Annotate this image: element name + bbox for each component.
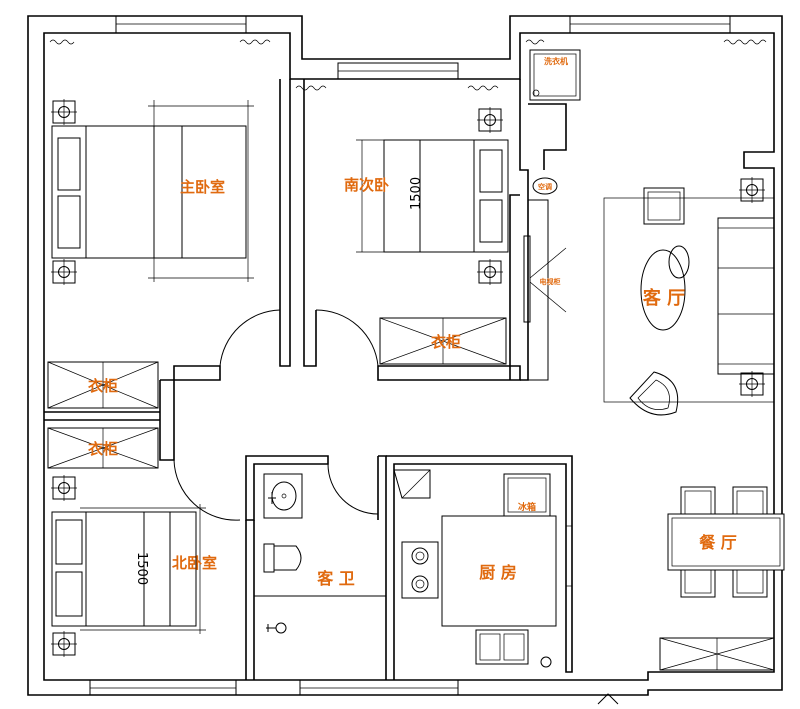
bed-icon: [51, 504, 206, 634]
dimension-label: 1500: [409, 177, 424, 210]
floor-drain-icon: [266, 622, 287, 634]
walls: [27, 15, 783, 696]
wardrobe-label: 衣柜: [88, 377, 118, 395]
toilet-icon: [263, 543, 302, 573]
room-label-dining-room: 餐 厅: [698, 533, 737, 552]
armchair-icon: [643, 187, 685, 225]
room-label-bathroom: 客 卫: [317, 569, 355, 588]
room-label-master-bedroom: 主卧室: [180, 178, 225, 196]
air-conditioner-label: 空调: [538, 182, 552, 191]
room-label-living-room: 客 厅: [643, 287, 685, 309]
bed-icon: [356, 139, 509, 253]
bed-icon: [51, 100, 254, 282]
wardrobe-icon: 衣柜: [379, 317, 507, 365]
dimension-label: 1500: [134, 552, 149, 585]
kitchen-sink-icon: [475, 629, 552, 668]
ceiling-lamp-icon: [738, 176, 766, 204]
wardrobe-icon: 衣柜: [47, 427, 159, 469]
wardrobe-label: 衣柜: [88, 440, 118, 458]
air-conditioner-icon: 空调: [532, 177, 558, 195]
room-label-kitchen: 厨 房: [479, 563, 517, 582]
doors: [173, 309, 379, 521]
south-bedroom: 南次卧 1500 衣柜: [344, 106, 509, 365]
tv-cabinet-icon: 电视柜: [523, 199, 567, 381]
sink-icon: [263, 473, 303, 519]
wardrobe-label: 衣柜: [431, 333, 461, 351]
ceiling-lamp-icon: [476, 258, 504, 286]
master-bedroom: 主卧室 衣柜 衣柜: [47, 98, 254, 469]
kitchen: 冰箱 厨 房: [393, 469, 557, 668]
armchair-icon: [629, 371, 679, 416]
north-bedroom: 1500 北卧室: [50, 474, 217, 658]
sideboard-icon: [659, 637, 775, 671]
fridge-label: 冰箱: [518, 501, 536, 513]
washing-machine-label: 洗衣机: [544, 56, 568, 66]
fridge-icon: 冰箱: [503, 473, 551, 517]
ceiling-lamp-icon: [738, 370, 766, 398]
ceiling-lamp-icon: [50, 258, 78, 286]
ceiling-lamp-icon: [50, 630, 78, 658]
north-arrow-icon: [597, 693, 619, 705]
ceiling-lamp-icon: [50, 98, 78, 126]
wardrobe-icon: 衣柜: [47, 361, 159, 409]
bathroom: 客 卫: [263, 473, 355, 634]
stove-icon: [401, 541, 439, 599]
sofa-icon: [717, 217, 775, 375]
dining-room: 餐 厅: [659, 486, 785, 671]
living-room: 客 厅: [603, 176, 775, 416]
ceiling-lamp-icon: [50, 474, 78, 502]
washing-machine-icon: 洗衣机: [529, 49, 581, 101]
room-label-south-bedroom: 南次卧: [344, 176, 389, 194]
ceiling-lamp-icon: [476, 106, 504, 134]
tv-cabinet-label: 电视柜: [540, 277, 561, 286]
room-label-north-bedroom: 北卧室: [172, 554, 217, 572]
coffee-table-icon: [640, 245, 690, 331]
